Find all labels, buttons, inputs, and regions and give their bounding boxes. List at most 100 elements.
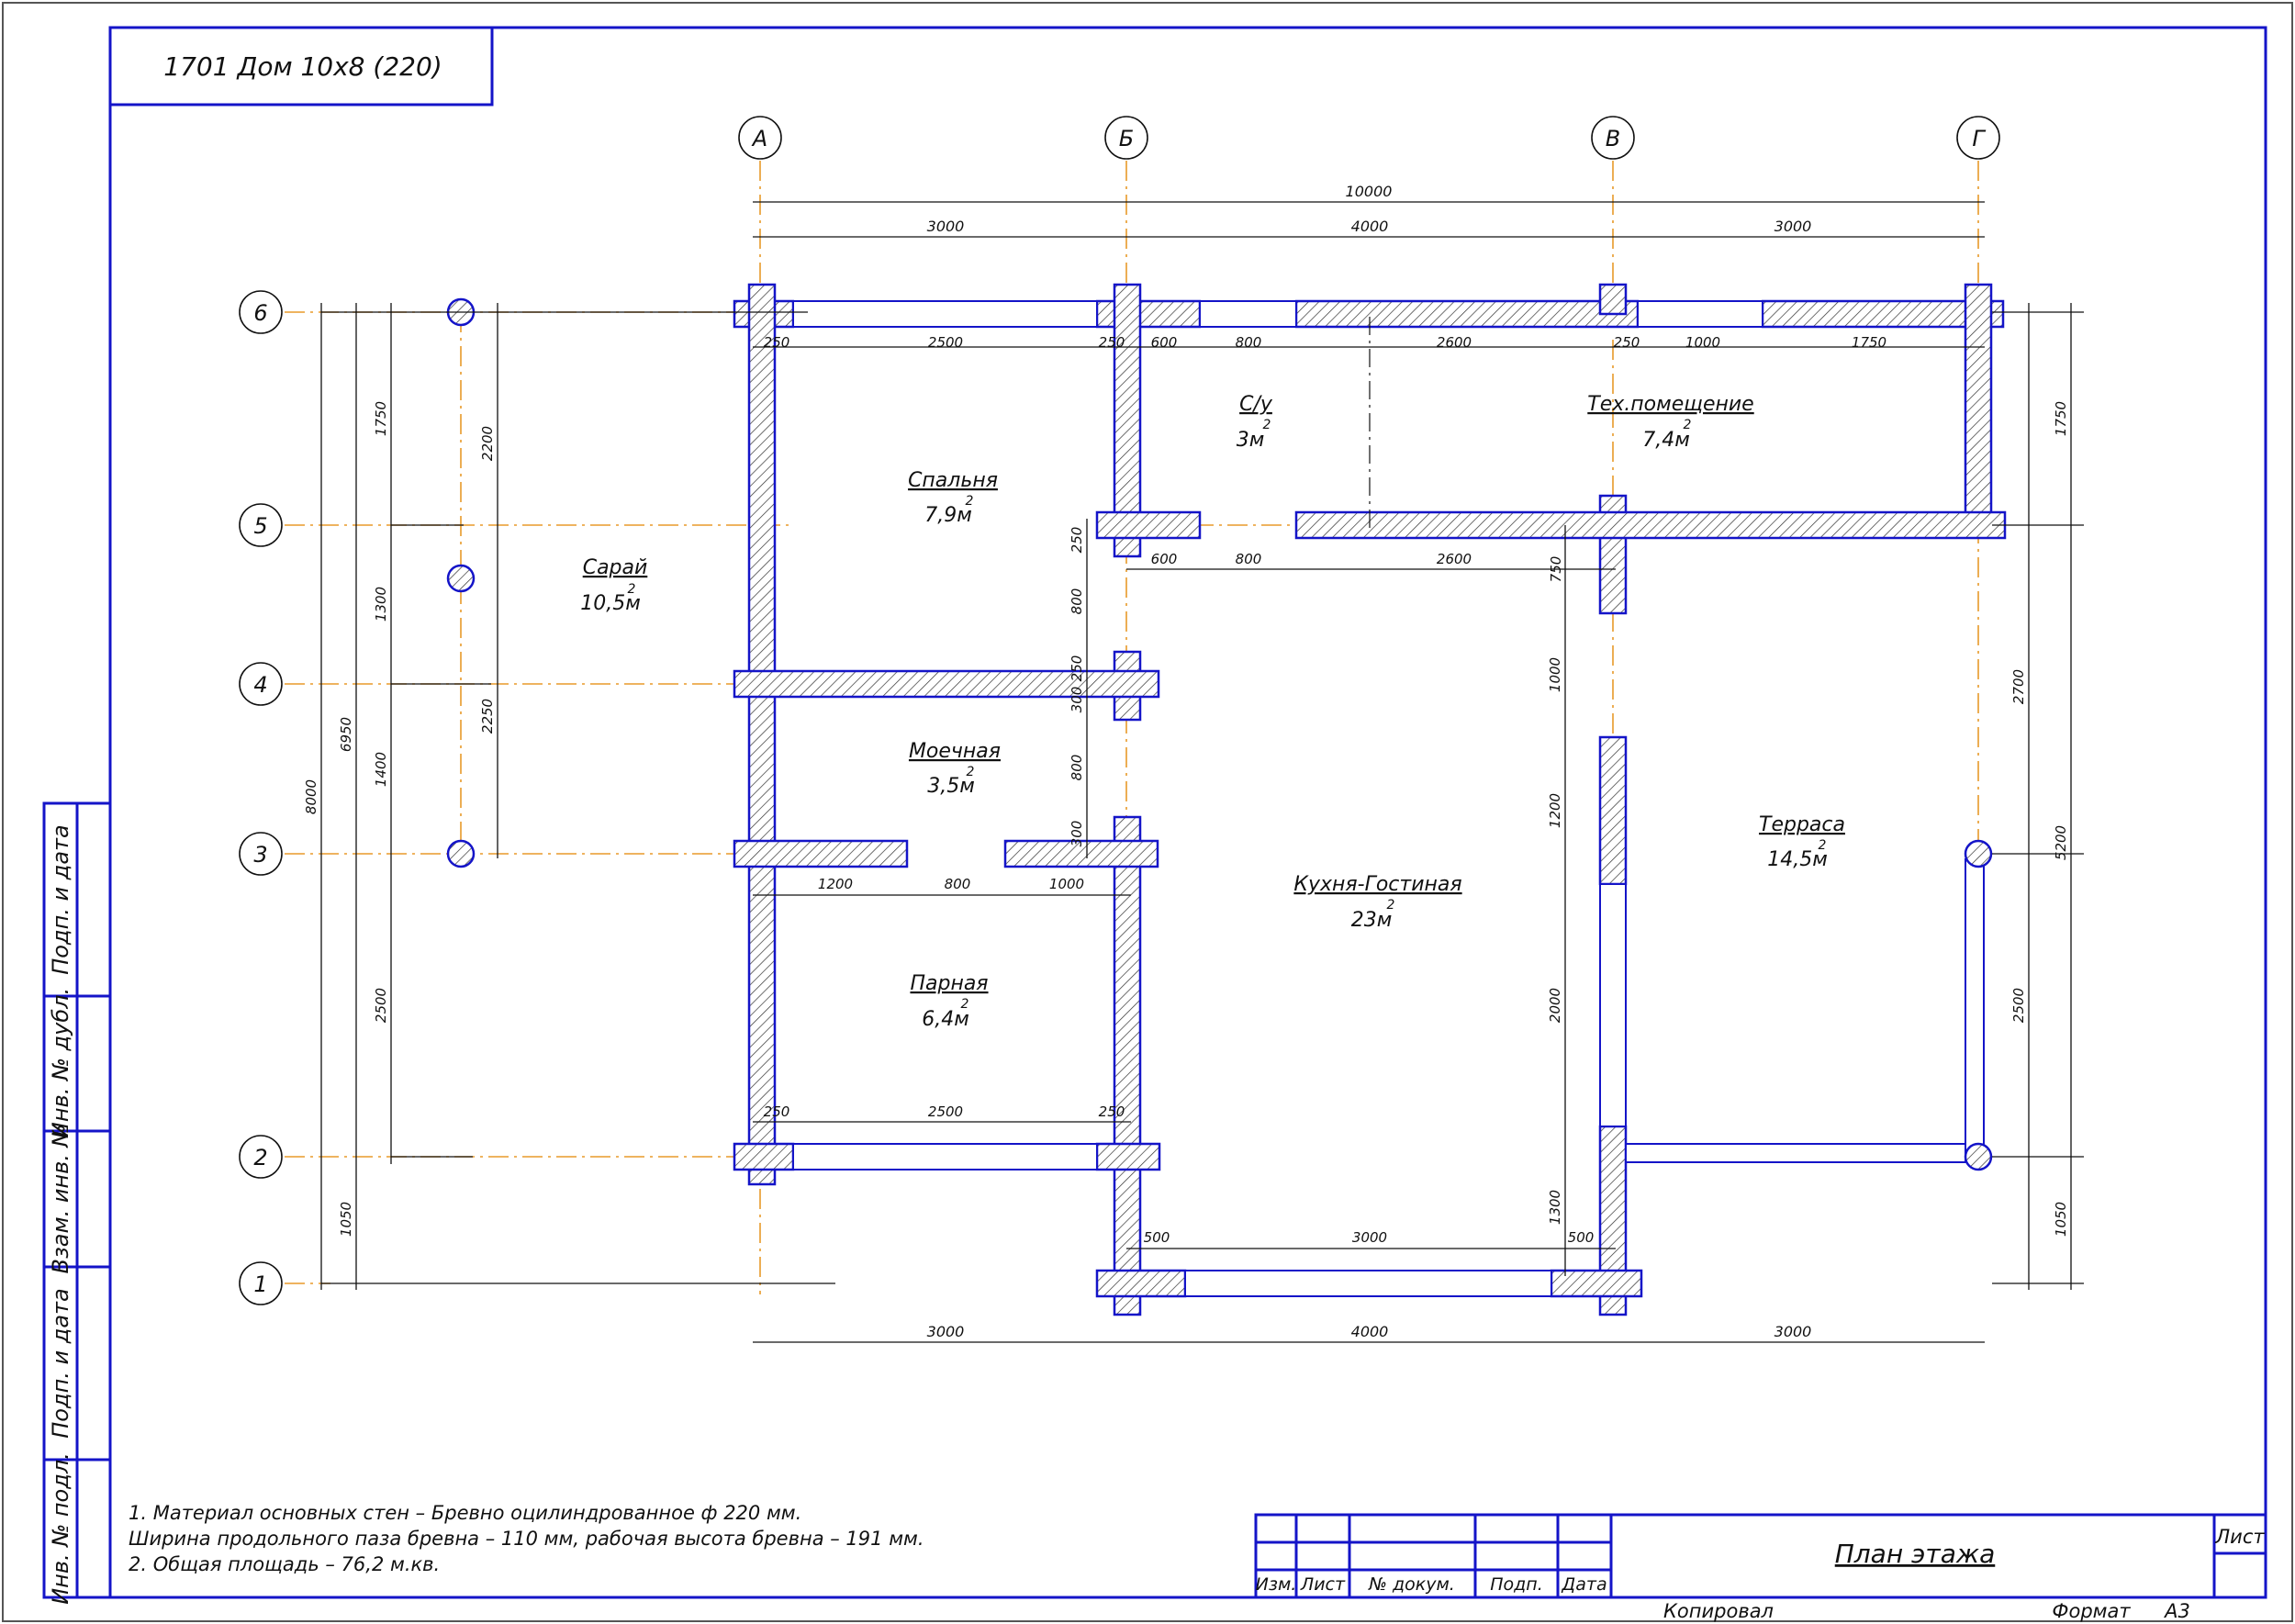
room-kitchen-living: Кухня-Гостиная 23м 2 bbox=[1293, 873, 1461, 932]
room-area: 3м bbox=[1237, 429, 1265, 452]
dim-top-total: 10000 bbox=[1346, 183, 1393, 200]
axis-label-a: А bbox=[751, 126, 767, 151]
stamp-format-value: А3 bbox=[2163, 1600, 2190, 1622]
room-area-sup: 2 bbox=[1263, 418, 1271, 432]
dim-left-6950: 6950 bbox=[338, 717, 354, 752]
side-vzam-inv: Взам. инв. № bbox=[48, 1125, 73, 1274]
stamp-izm: Изм. bbox=[1256, 1574, 1297, 1595]
axis-label-b: Б bbox=[1119, 126, 1134, 151]
dim-v-800b: 800 bbox=[1069, 755, 1085, 781]
dimension-lines bbox=[320, 201, 2084, 1343]
dim-r3-800: 800 bbox=[945, 876, 971, 892]
dim-r1-3000: 3000 bbox=[1352, 1229, 1387, 1246]
dim-saray-2200: 2200 bbox=[479, 426, 496, 461]
room-name: Терраса bbox=[1759, 813, 1845, 836]
stamp-ndoc: № докум. bbox=[1368, 1574, 1455, 1595]
stamp-sheet-title: План этажа bbox=[1835, 1539, 1996, 1569]
notes: 1. Материал основных стен – Бревно оцили… bbox=[129, 1502, 924, 1575]
dim-r6-2600: 2600 bbox=[1437, 334, 1472, 351]
dim-bottom-3000b: 3000 bbox=[1774, 1323, 1812, 1340]
dim-r6-250b: 250 bbox=[1099, 334, 1125, 351]
room-name: Спальня bbox=[908, 469, 998, 492]
dim-bottom-4000: 4000 bbox=[1351, 1323, 1389, 1340]
dim-r1-500a: 500 bbox=[1144, 1229, 1170, 1246]
dim-r2-2500: 2500 bbox=[928, 1103, 963, 1120]
dim-right-1050: 1050 bbox=[2053, 1202, 2069, 1237]
dim-r6-1750: 1750 bbox=[1852, 334, 1886, 351]
dim-r5-800: 800 bbox=[1236, 551, 1262, 567]
axis-label-v: В bbox=[1606, 126, 1620, 151]
dim-kitchen-1000: 1000 bbox=[1547, 657, 1563, 692]
axis-label-5: 5 bbox=[253, 513, 267, 539]
dim-v-250: 250 bbox=[1069, 527, 1085, 554]
axis-markers-letters bbox=[738, 116, 2000, 160]
side-podp-data-2: Подп. и дата bbox=[48, 1288, 73, 1439]
room-area-sup: 2 bbox=[961, 997, 969, 1012]
dim-right-2500: 2500 bbox=[2010, 988, 2027, 1023]
room-area: 7,4м bbox=[1642, 429, 1690, 452]
stamp-copied: Копировал bbox=[1663, 1600, 1774, 1622]
side-inv-podl: Инв. № подл. bbox=[48, 1452, 73, 1605]
room-area: 23м bbox=[1351, 909, 1393, 932]
dim-r2-250a: 250 bbox=[764, 1103, 790, 1120]
dim-kitchen-2000: 2000 bbox=[1547, 988, 1563, 1023]
dim-r6-250c: 250 bbox=[1614, 334, 1640, 351]
stamp-list-label: Лист bbox=[2214, 1526, 2265, 1548]
note-line-2: Ширина продольного паза бревна – 110 мм,… bbox=[129, 1528, 924, 1550]
room-area-sup: 2 bbox=[967, 765, 975, 779]
room-area-sup: 2 bbox=[1684, 418, 1692, 432]
room-area-sup: 2 bbox=[1387, 898, 1395, 913]
axis-label-4: 4 bbox=[253, 672, 267, 698]
dim-left-8000: 8000 bbox=[303, 779, 319, 814]
room-terrace: Терраса 14,5м 2 bbox=[1759, 813, 1845, 871]
room-name: Моечная bbox=[909, 740, 1001, 763]
project-title: 1701 Дом 10х8 (220) bbox=[163, 51, 442, 82]
stamp-podp: Подп. bbox=[1490, 1574, 1543, 1595]
saray-posts bbox=[446, 297, 1993, 1171]
dim-right-2700: 2700 bbox=[2010, 669, 2027, 704]
room-name: Сарай bbox=[583, 556, 648, 579]
room-labels: Сарай 10,5м 2 Спальня 7,9м 2 С/у 3м 2 Те… bbox=[580, 393, 1845, 1031]
side-inv-dubl: Инв. № дубл. bbox=[48, 988, 73, 1138]
stamp-list: Лист bbox=[1300, 1574, 1346, 1595]
dim-v-300a: 300 bbox=[1069, 687, 1085, 713]
dim-r6-2500: 2500 bbox=[928, 334, 963, 351]
dim-right-1750: 1750 bbox=[2053, 401, 2069, 436]
dim-r3-1000: 1000 bbox=[1049, 876, 1084, 892]
dim-left-1750: 1750 bbox=[373, 401, 389, 436]
dim-kitchen-1200: 1200 bbox=[1547, 793, 1563, 828]
dim-r6-1000: 1000 bbox=[1685, 334, 1720, 351]
stamp-data: Дата bbox=[1561, 1574, 1606, 1595]
dim-left-1050: 1050 bbox=[338, 1202, 354, 1237]
dim-left-1300: 1300 bbox=[373, 587, 389, 622]
room-area-sup: 2 bbox=[628, 582, 636, 597]
room-steam: Парная 6,4м 2 bbox=[910, 972, 988, 1031]
dim-r6-250a: 250 bbox=[764, 334, 790, 351]
dimension-texts: 10000 3000 4000 3000 250 2500 250 600 80… bbox=[303, 183, 2069, 1340]
room-saray: Сарай 10,5м 2 bbox=[580, 556, 647, 615]
stamp-format: Формат bbox=[2052, 1600, 2131, 1622]
room-bedroom: Спальня 7,9м 2 bbox=[908, 469, 998, 527]
room-area: 6,4м bbox=[922, 1008, 969, 1031]
dim-r5-750: 750 bbox=[1548, 556, 1564, 583]
room-name: С/у bbox=[1239, 393, 1273, 416]
dim-top-3000a: 3000 bbox=[927, 218, 965, 235]
room-washroom: Моечная 3,5м 2 bbox=[909, 740, 1001, 798]
dim-kitchen-1300: 1300 bbox=[1547, 1190, 1563, 1225]
note-line-1: 1. Материал основных стен – Бревно оцили… bbox=[129, 1502, 801, 1524]
dim-v-800a: 800 bbox=[1069, 588, 1085, 615]
dim-v-300b: 300 bbox=[1069, 821, 1085, 847]
dim-top-4000: 4000 bbox=[1351, 218, 1389, 235]
side-podp-data-1: Подп. и дата bbox=[48, 824, 73, 975]
room-wc: С/у 3м 2 bbox=[1237, 393, 1273, 452]
dim-r2-250b: 250 bbox=[1099, 1103, 1125, 1120]
axis-label-1: 1 bbox=[253, 1271, 267, 1297]
drawing-frame bbox=[108, 26, 2267, 1599]
axis-label-2: 2 bbox=[253, 1145, 267, 1170]
dim-saray-2250: 2250 bbox=[479, 699, 496, 734]
dim-left-2500: 2500 bbox=[373, 988, 389, 1023]
dim-v-250b: 250 bbox=[1069, 655, 1085, 682]
dim-r6-800: 800 bbox=[1236, 334, 1262, 351]
room-name: Тех.помещение bbox=[1587, 393, 1753, 416]
